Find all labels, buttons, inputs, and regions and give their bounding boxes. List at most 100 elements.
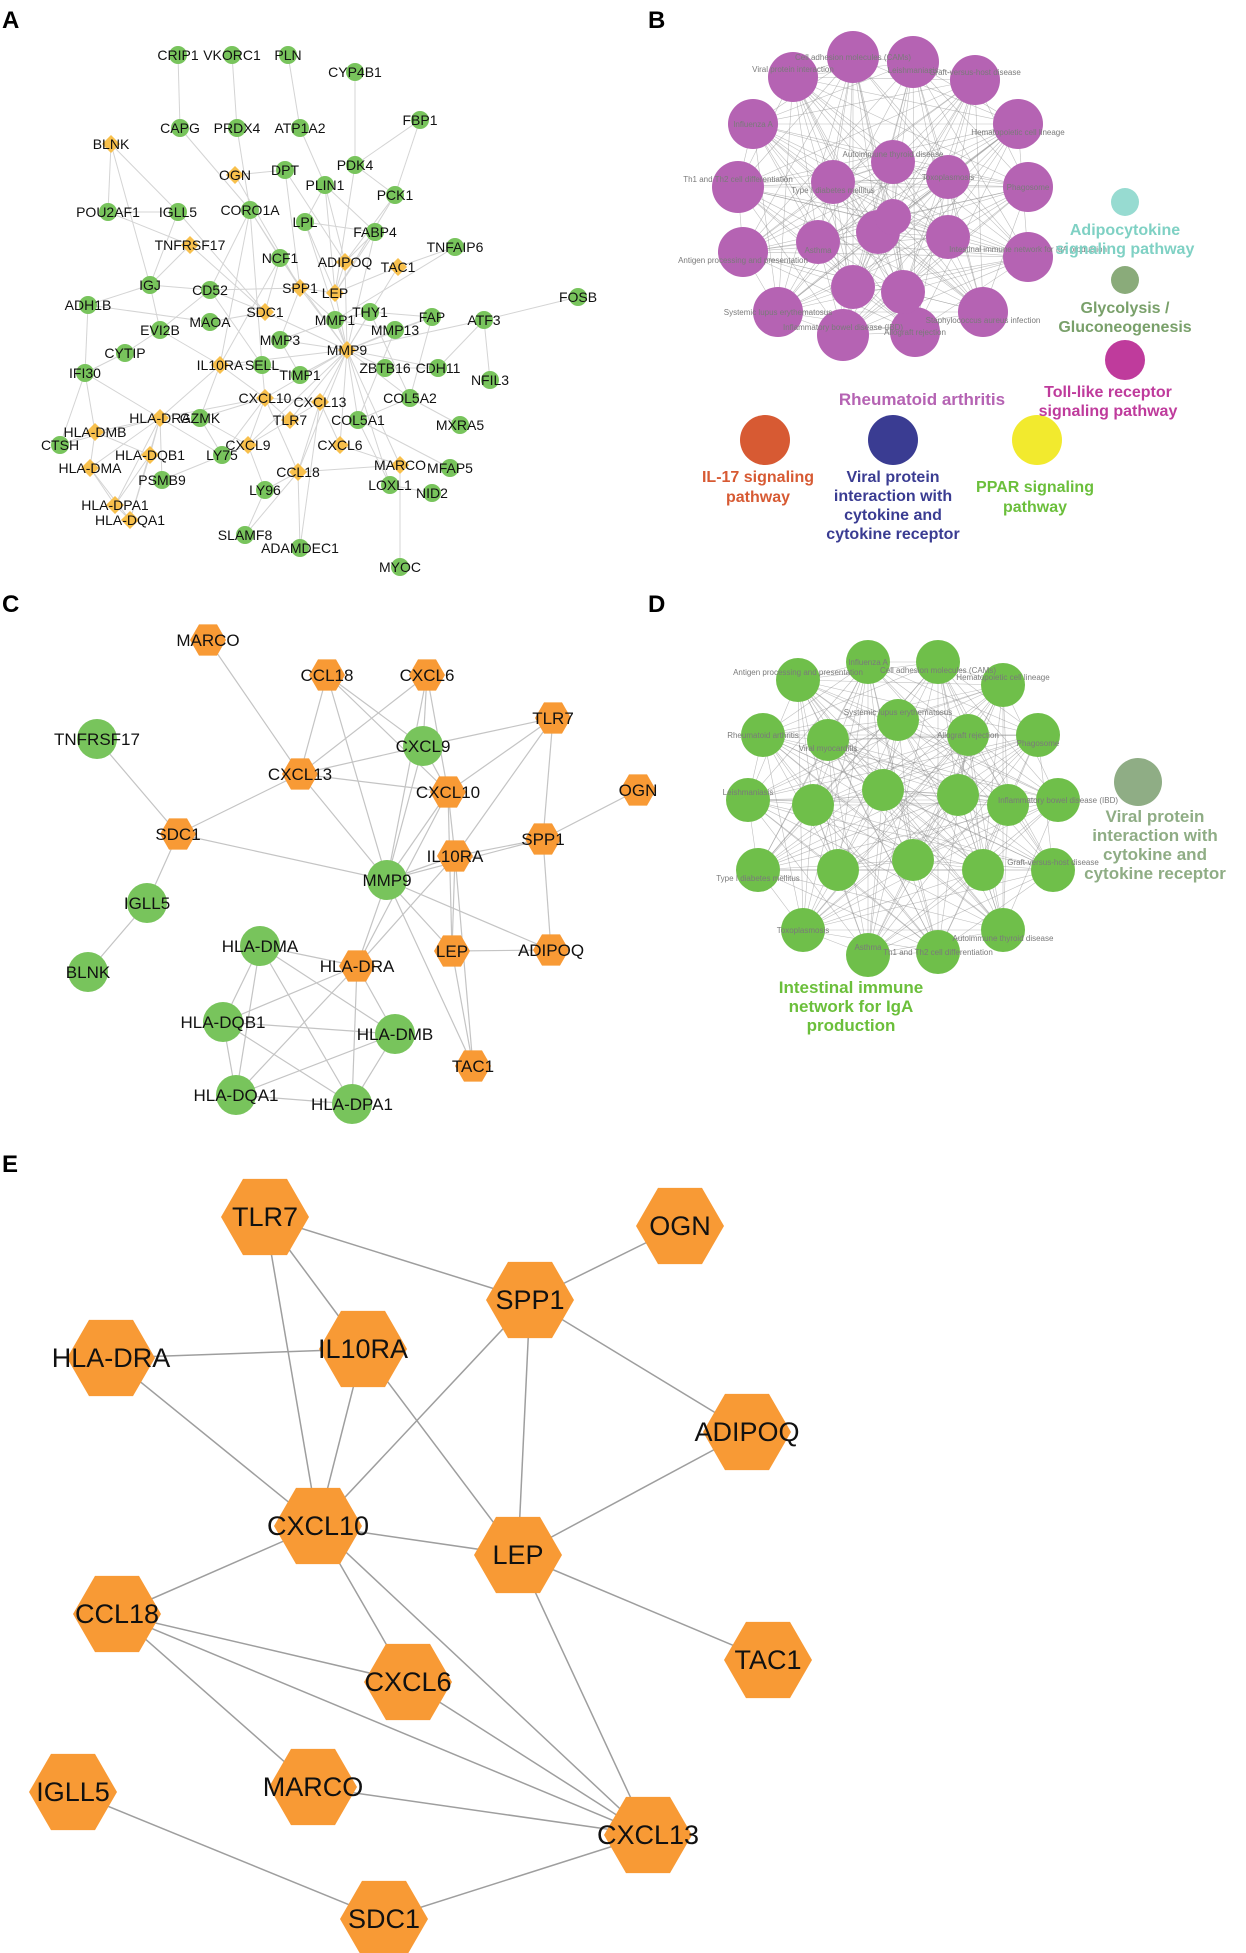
a-edge-cxcl10-cxcl9 <box>247 397 266 446</box>
a-edge-adamdec1-cxcl13 <box>299 401 321 549</box>
a-circle-thy1 <box>361 303 379 321</box>
d-term-label-7: Leishmaniasis <box>723 788 774 797</box>
a-diamond-mmp9 <box>338 341 356 359</box>
b-edge-3-6 <box>737 79 976 188</box>
c-label-hla-dpa1: HLA-DPA1 <box>311 1095 393 1114</box>
c-label-tnfrsf17: TNFRSF17 <box>54 730 140 749</box>
c-label-adipoq: ADIPOQ <box>518 941 584 960</box>
a-label-igj: IGJ <box>139 277 161 293</box>
d-edge-7-12 <box>867 799 1059 956</box>
d-term-label-11: Toxoplasmosis <box>777 926 829 935</box>
a-label-hla-dqa1: HLA-DQA1 <box>95 512 165 528</box>
a-label-loxl1: LOXL1 <box>368 477 412 493</box>
a-edge-ccl18-marco <box>297 464 401 473</box>
c-label-il10ra: IL10RA <box>427 847 484 866</box>
b-edge-7-10 <box>777 186 1029 313</box>
b-edge-3-8 <box>742 79 976 253</box>
a-edge-coro1a-sell <box>249 209 263 366</box>
a-node-mfap5: MFAP5 <box>427 459 473 477</box>
a-node-plin1: PLIN1 <box>306 176 345 194</box>
a-label-mfap5: MFAP5 <box>427 460 473 476</box>
a-edge-mmp9-cxcl6 <box>339 349 348 446</box>
e-node-lep: LEP <box>474 1516 562 1594</box>
a-edge-col5a1-mmp13 <box>357 329 396 421</box>
a-diamond-marco <box>391 456 409 474</box>
b-ppar-circle <box>1012 415 1062 465</box>
a-circle-zbtb16 <box>376 359 394 377</box>
a-node-nfil3: NFIL3 <box>471 371 509 389</box>
c-label-lep: LEP <box>436 942 468 961</box>
d-term-label-8: Inflammatory bowel disease (IBD) <box>998 796 1118 805</box>
a-edge-mmp9-cxcl13 <box>319 349 348 403</box>
a-edge-cxcl10-ccl18 <box>264 397 299 473</box>
d-term-label-1: Antigen processing and presentation <box>733 668 863 677</box>
c-hexagon-marco <box>190 624 226 656</box>
a-edge-mxra5-col5a2 <box>409 397 461 426</box>
c-edge-tlr7-cxcl9 <box>422 717 554 747</box>
a-circle-fbp1 <box>411 111 429 129</box>
c-label-ogn: OGN <box>619 781 658 800</box>
c-circle-tnfrsf17 <box>77 719 117 759</box>
a-edge-mmp9-loxl1 <box>346 349 391 486</box>
d-edge-0-7 <box>797 679 1059 801</box>
e-edge-hla-dra-cxcl10 <box>110 1357 319 1527</box>
c-hexagon-il10ra <box>437 840 473 872</box>
a-label-capg: CAPG <box>160 120 200 136</box>
a-label-sdc1: SDC1 <box>246 304 284 320</box>
a-circle-cytip <box>116 344 134 362</box>
a-diamond-cxcl13 <box>311 393 329 411</box>
a-diamond-sdc1 <box>256 303 274 321</box>
b-term-circle-10 <box>1003 232 1053 282</box>
b-edge-3-19 <box>947 79 976 238</box>
a-label-ogn: OGN <box>219 167 251 183</box>
c-label-tac1: TAC1 <box>452 1057 494 1076</box>
a-node-cxcl6: CXCL6 <box>317 436 363 454</box>
d-edge-8-13 <box>757 869 939 953</box>
b-edge-9-14 <box>832 181 1029 258</box>
e-hexagon-cxcl10 <box>274 1487 362 1565</box>
a-edge-cd52-sell <box>209 289 263 366</box>
a-node-thy1: THY1 <box>352 303 388 321</box>
c-label-cxcl10: CXCL10 <box>416 783 480 802</box>
a-edge-hla-dra-ifi30 <box>84 372 161 419</box>
c-edge-ccl18-mmp9 <box>326 674 388 881</box>
c-edge-tnfrsf17-sdc1 <box>96 738 179 835</box>
a-node-timp1: TIMP1 <box>279 366 321 384</box>
a-edge-cxcl13-cxcl6 <box>319 401 341 446</box>
a-label-crip1: CRIP1 <box>157 47 198 63</box>
d-label-viral-line-1: Viral protein <box>1106 807 1205 826</box>
a-node-dpt: DPT <box>271 161 299 179</box>
d-label-intestinal-line-2: network for IgA <box>789 997 914 1016</box>
a-label-adamdec1: ADAMDEC1 <box>261 540 339 556</box>
b-term-label-18: Asthma <box>804 246 832 255</box>
c-circle-blnk <box>68 952 108 992</box>
c-edge-cxcl13-mmp9 <box>299 773 388 881</box>
b-label-viral-line-2: interaction with <box>834 488 952 505</box>
a-edge-sdc1-maoa <box>209 311 266 323</box>
e-hexagon-tlr7 <box>221 1178 309 1256</box>
a-label-hla-dra: HLA-DRA <box>129 410 191 426</box>
d-term-circle-24 <box>962 849 1004 891</box>
a-edge-atf3-nfil3 <box>483 319 491 381</box>
d-edge-1-6 <box>747 661 869 801</box>
a-node-hla-dma: HLA-DMA <box>58 459 122 477</box>
a-circle-nid2 <box>423 484 441 502</box>
e-hexagon-ogn <box>636 1187 724 1265</box>
e-edge-lep-tac1 <box>517 1554 769 1661</box>
a-node-pln: PLN <box>274 46 302 64</box>
e-edge-cxcl13-sdc1 <box>383 1834 649 1920</box>
b-edge-3-14 <box>832 79 976 183</box>
a-diamond-tac1 <box>389 258 407 276</box>
c-node-hla-dma: HLA-DMA <box>222 926 299 966</box>
a-label-atp1a2: ATP1A2 <box>274 120 325 136</box>
a-node-mmp1: MMP1 <box>315 311 355 329</box>
c-edge-tlr7-spp1 <box>542 717 554 840</box>
a-edge-col5a2-col5a1 <box>357 397 411 421</box>
d-term-circle-18 <box>792 784 834 826</box>
e-edge-marco-cxcl13 <box>312 1786 649 1836</box>
a-label-adh1b: ADH1B <box>65 297 112 313</box>
e-hexagon-hla-dra <box>67 1319 155 1397</box>
e-node-cxcl13: CXCL13 <box>597 1796 699 1874</box>
a-edge-atf3-cdh11 <box>437 319 485 369</box>
